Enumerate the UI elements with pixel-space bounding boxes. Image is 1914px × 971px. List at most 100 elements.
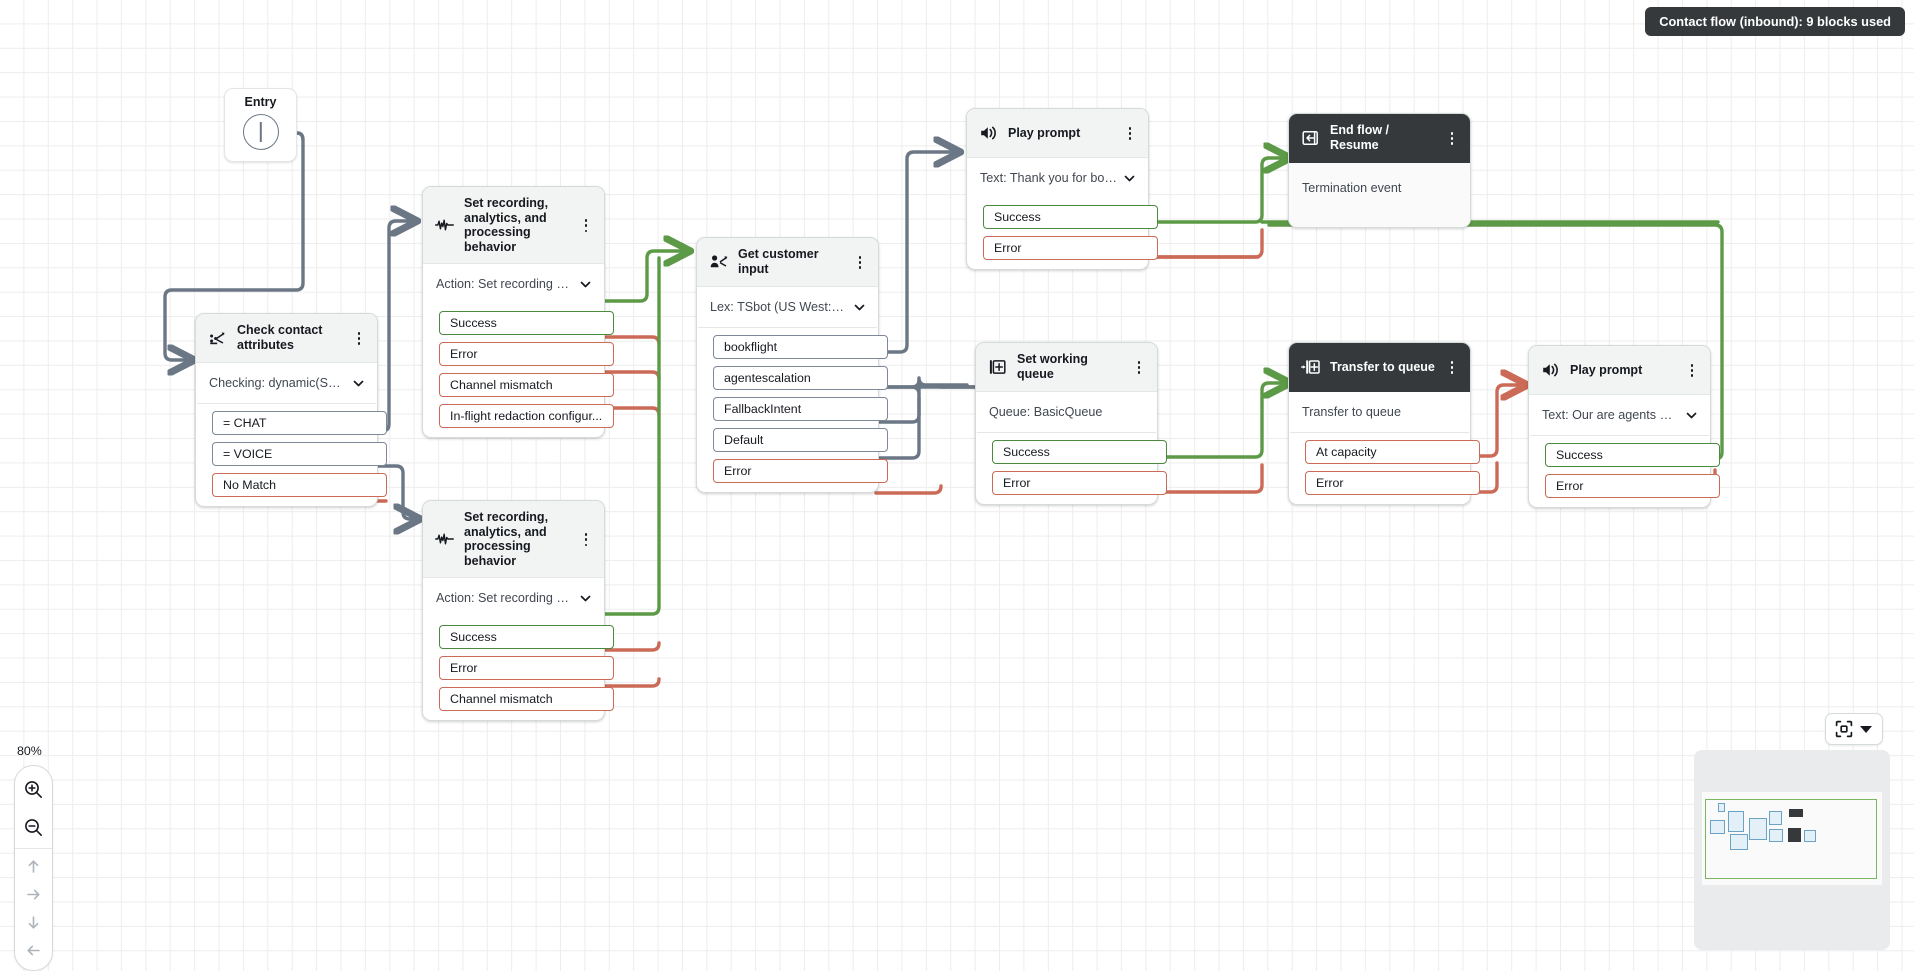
block-header[interactable]: End flow / Resume	[1289, 114, 1470, 163]
block-header[interactable]: Check contact attributes	[196, 314, 377, 363]
port-voice[interactable]: = VOICE	[212, 442, 387, 466]
wire-queue-success-to-transfer	[1154, 383, 1288, 459]
block-subtitle-row[interactable]: Text: Our are agents are...	[1529, 395, 1710, 435]
port-success[interactable]: Success	[439, 625, 614, 650]
caret-down-icon[interactable]	[1860, 725, 1872, 733]
speaker-icon	[1541, 361, 1560, 380]
chevron-down-icon[interactable]	[579, 592, 592, 605]
block-menu-icon[interactable]	[1445, 131, 1459, 145]
chevron-down-icon[interactable]	[579, 278, 592, 291]
block-set-recording-bottom[interactable]: Set recording, analytics, and processing…	[422, 500, 614, 722]
block-menu-icon[interactable]	[853, 255, 867, 269]
block-menu-icon[interactable]	[1445, 360, 1459, 374]
zoom-controls[interactable]	[14, 765, 53, 971]
port-success[interactable]: Success	[983, 205, 1158, 229]
minimap-paper	[1702, 792, 1882, 885]
block-ports: = CHAT = VOICE No Match	[196, 404, 387, 506]
zoom-in-icon[interactable]	[15, 770, 52, 808]
minimap-node	[1718, 803, 1725, 812]
block-get-customer-input[interactable]: Get customer input Lex: TSbot (US West: …	[696, 237, 888, 493]
port-channel-mismatch[interactable]: Channel mismatch	[439, 687, 614, 712]
speaker-icon	[979, 124, 998, 143]
end-flow-icon	[1301, 129, 1320, 148]
port-error[interactable]: Error	[439, 656, 614, 681]
block-menu-icon[interactable]	[1685, 363, 1699, 377]
block-title: End flow / Resume	[1330, 123, 1390, 152]
port-agentescalation[interactable]: agentescalation	[713, 366, 888, 390]
arrow-left-icon[interactable]	[15, 936, 52, 964]
block-header[interactable]: Set working queue	[976, 343, 1157, 392]
block-header[interactable]: Set recording, analytics, and processing…	[423, 501, 604, 579]
port-channel-mismatch[interactable]: Channel mismatch	[439, 373, 614, 398]
block-ports: Success Error Channel mismatch In-flight…	[423, 304, 614, 437]
divider	[1290, 432, 1469, 433]
block-title: Play prompt	[1008, 125, 1081, 140]
divider	[698, 327, 877, 328]
port-error[interactable]: Error	[983, 236, 1158, 260]
block-set-recording-top[interactable]: Set recording, analytics, and processing…	[422, 186, 614, 439]
arrow-down-icon[interactable]	[15, 908, 52, 936]
block-title: Set recording, analytics, and processing…	[464, 510, 549, 568]
port-error[interactable]: Error	[713, 459, 888, 483]
block-title: Set recording, analytics, and processing…	[464, 196, 549, 254]
block-header[interactable]: Get customer input	[697, 238, 878, 287]
block-header[interactable]: Play prompt	[1529, 346, 1710, 395]
port-success[interactable]: Success	[992, 440, 1167, 464]
block-subtitle-row[interactable]: Text: Thank you for boo...	[967, 158, 1148, 198]
port-error[interactable]: Error	[1545, 474, 1720, 498]
port-chat[interactable]: = CHAT	[212, 411, 387, 435]
port-success[interactable]: Success	[439, 311, 614, 336]
chevron-down-icon[interactable]	[1685, 409, 1698, 422]
port-error[interactable]: Error	[1305, 471, 1480, 495]
block-menu-icon[interactable]	[1132, 360, 1146, 374]
minimap-node	[1804, 830, 1816, 842]
minimap-toolbar[interactable]	[1825, 713, 1883, 745]
block-play-prompt-right[interactable]: Play prompt Text: Our are agents are... …	[1528, 345, 1720, 508]
chevron-down-icon[interactable]	[853, 301, 866, 314]
minimap-node	[1789, 809, 1803, 817]
arrow-up-icon[interactable]	[15, 852, 52, 880]
block-transfer-to-queue[interactable]: Transfer to queue Transfer to queue At c…	[1288, 342, 1480, 505]
port-bookflight[interactable]: bookflight	[713, 335, 888, 359]
wire-queue-error-stub	[1154, 463, 1264, 494]
port-no-match[interactable]: No Match	[212, 473, 387, 497]
fit-to-screen-icon[interactable]	[1835, 720, 1853, 738]
arrow-right-icon[interactable]	[15, 880, 52, 908]
zoom-out-icon[interactable]	[15, 808, 52, 846]
block-header[interactable]: Set recording, analytics, and processing…	[423, 187, 604, 265]
port-error[interactable]: Error	[992, 471, 1167, 495]
port-inflight-redaction[interactable]: In-flight redaction configur...	[439, 404, 614, 429]
add-queue-icon	[988, 358, 1007, 377]
block-ports: At capacity Error	[1289, 433, 1480, 504]
block-set-working-queue[interactable]: Set working queue Queue: BasicQueue Succ…	[975, 342, 1167, 505]
block-subtitle-row[interactable]: Action: Set recording and...	[423, 578, 604, 618]
port-default[interactable]: Default	[713, 428, 888, 452]
block-check-contact-attributes[interactable]: Check contact attributes Checking: dynam…	[195, 313, 387, 507]
block-ports: Success Error	[976, 433, 1167, 504]
port-fallbackintent[interactable]: FallbackIntent	[713, 397, 888, 421]
port-at-capacity[interactable]: At capacity	[1305, 440, 1480, 464]
block-menu-icon[interactable]	[579, 218, 593, 233]
minimap-viewport[interactable]	[1705, 799, 1877, 879]
block-header[interactable]: Transfer to queue	[1289, 343, 1470, 392]
block-end-flow-resume[interactable]: End flow / Resume Termination event	[1288, 113, 1471, 228]
minimap[interactable]	[1694, 750, 1890, 950]
block-subtitle: Checking: dynamic(Syste...	[209, 376, 346, 390]
block-play-prompt-top[interactable]: Play prompt Text: Thank you for boo... S…	[966, 108, 1158, 270]
block-subtitle-row[interactable]: Action: Set recording and...	[423, 264, 604, 304]
customer-input-icon	[709, 253, 728, 272]
port-success[interactable]: Success	[1545, 443, 1720, 467]
block-menu-icon[interactable]	[1123, 126, 1137, 140]
entry-node[interactable]: Entry	[224, 88, 297, 162]
chevron-down-icon[interactable]	[1123, 172, 1136, 185]
block-subtitle-row[interactable]: Checking: dynamic(Syste...	[196, 363, 377, 403]
zoom-level-label: 80%	[17, 744, 42, 758]
block-subtitle-row[interactable]: Lex: TSbot (US West: Or...	[697, 287, 878, 327]
port-error[interactable]: Error	[439, 342, 614, 367]
block-subtitle: Text: Thank you for boo...	[980, 171, 1117, 185]
chevron-down-icon[interactable]	[352, 377, 365, 390]
block-header[interactable]: Play prompt	[967, 109, 1148, 158]
block-menu-icon[interactable]	[352, 331, 366, 345]
block-menu-icon[interactable]	[579, 532, 593, 547]
